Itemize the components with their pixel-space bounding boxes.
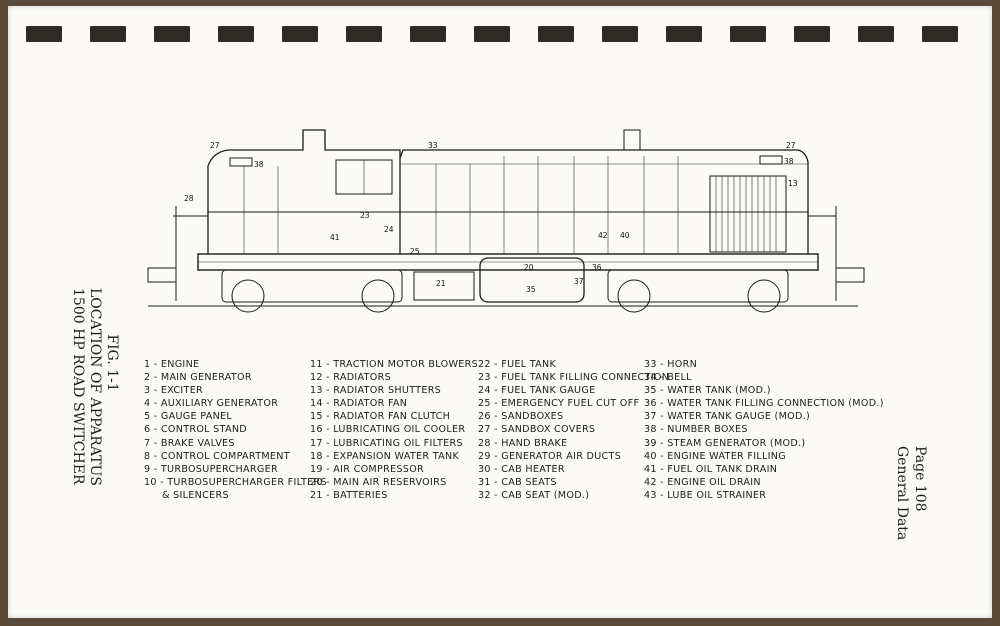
legend-item: 8 - CONTROL COMPARTMENT (144, 450, 290, 462)
callout-label: 37 (574, 277, 584, 286)
manual-page: FIG. 1-1 LOCATION OF APPARATUS 1500 HP R… (8, 6, 992, 618)
legend-item: 1 - ENGINE (144, 359, 200, 370)
legend-item: 24 - FUEL TANK GAUGE (478, 385, 596, 397)
binder-hole (666, 26, 702, 42)
callout-label: 42 (598, 231, 608, 240)
legend-item: 38 - NUMBER BOXES (644, 424, 748, 436)
legend-item: 20 - MAIN AIR RESERVOIRS (310, 476, 447, 488)
legend-item: 7 - BRAKE VALVES (144, 437, 235, 449)
legend-item: 14 - RADIATOR FAN (310, 398, 408, 410)
legend-item: 27 - SANDBOX COVERS (478, 424, 596, 436)
legend-column-4: 33 - HORN 34 - BELL 35 - WATER TANK (MOD… (644, 358, 884, 502)
legend-item: 30 - CAB HEATER (478, 463, 565, 475)
legend-item: 4 - AUXILIARY GENERATOR (144, 398, 279, 410)
legend-item: 5 - GAUGE PANEL (144, 411, 233, 423)
legend-item: 6 - CONTROL STAND (144, 424, 247, 436)
callout-label: 25 (410, 247, 420, 256)
legend-item: 11 - TRACTION MOTOR BLOWERS (310, 359, 478, 370)
binder-hole (90, 26, 126, 42)
callout-label: 27 (210, 141, 220, 150)
callout-label: 28 (184, 194, 194, 203)
legend-item: 35 - WATER TANK (MOD.) (644, 385, 771, 397)
legend-item: 37 - WATER TANK GAUGE (MOD.) (644, 411, 811, 423)
legend-item: 3 - EXCITER (144, 385, 204, 397)
legend-item: 18 - EXPANSION WATER TANK (310, 450, 460, 462)
binder-hole (794, 26, 830, 42)
legend-item: 34 - BELL (644, 372, 692, 384)
legend-item: 32 - CAB SEAT (MOD.) (478, 489, 590, 501)
binder-hole (26, 26, 62, 42)
binder-hole (922, 26, 958, 42)
legend-item: 15 - RADIATOR FAN CLUTCH (310, 411, 451, 423)
legend-column-3: 22 - FUEL TANK 23 - FUEL TANK FILLING CO… (478, 358, 669, 502)
callout-label: 24 (384, 225, 394, 234)
callout-label: 36 (592, 263, 602, 272)
legend-column-1: 1 - ENGINE 2 - MAIN GENERATOR 3 - EXCITE… (144, 358, 327, 502)
legend-item: 13 - RADIATOR SHUTTERS (310, 385, 442, 397)
legend-item: 43 - LUBE OIL STRAINER (644, 489, 767, 501)
callout-label: 40 (620, 231, 630, 240)
binder-hole (474, 26, 510, 42)
binder-hole (154, 26, 190, 42)
legend-item: 22 - FUEL TANK (478, 359, 557, 370)
page-info: Page 108 General Data (894, 446, 928, 540)
legend-item: 42 - ENGINE OIL DRAIN (644, 476, 761, 488)
section-title: General Data (894, 446, 910, 541)
callout-label: 20 (524, 263, 534, 272)
legend-item: 16 - LUBRICATING OIL COOLER (310, 424, 466, 436)
legend-item: 10 - TURBOSUPERCHARGER FILTERS (144, 476, 327, 488)
legend-item: 25 - EMERGENCY FUEL CUT OFF (478, 398, 640, 410)
binder-hole (730, 26, 766, 42)
legend-column-2: 11 - TRACTION MOTOR BLOWERS 12 - RADIATO… (310, 358, 478, 502)
legend-item: 17 - LUBRICATING OIL FILTERS (310, 437, 463, 449)
legend-item: 23 - FUEL TANK FILLING CONNECTION (478, 372, 670, 384)
legend-item: 33 - HORN (644, 359, 698, 370)
legend-item: 12 - RADIATORS (310, 372, 392, 384)
binder-hole (538, 26, 574, 42)
page-number: Page 108 (912, 446, 928, 512)
binder-hole (602, 26, 638, 42)
callout-label: 33 (428, 141, 438, 150)
binder-hole (410, 26, 446, 42)
binder-hole (282, 26, 318, 42)
legend-item: 40 - ENGINE WATER FILLING (644, 450, 786, 462)
legend-item: 29 - GENERATOR AIR DUCTS (478, 450, 622, 462)
callout-label: 13 (788, 179, 798, 188)
legend-item: 39 - STEAM GENERATOR (MOD.) (644, 437, 806, 449)
callout-label: 38 (254, 160, 264, 169)
locomotive-diagram: 27 33 27 38 38 28 13 23 24 41 42 40 25 2… (147, 129, 865, 313)
binder-hole (218, 26, 254, 42)
legend-item: 31 - CAB SEATS (478, 476, 557, 488)
callout-label: 23 (360, 211, 370, 220)
callout-label: 21 (436, 279, 446, 288)
binder-hole (346, 26, 382, 42)
legend-item: 2 - MAIN GENERATOR (144, 372, 252, 384)
callout-label: 41 (330, 233, 340, 242)
legend-item: 19 - AIR COMPRESSOR (310, 463, 425, 475)
legend-item: 21 - BATTERIES (310, 489, 388, 501)
legend-item: 28 - HAND BRAKE (478, 437, 568, 449)
binder-hole (858, 26, 894, 42)
legend-item: 41 - FUEL OIL TANK DRAIN (644, 463, 778, 475)
callout-label: 38 (784, 157, 794, 166)
legend-item: 36 - WATER TANK FILLING CONNECTION (MOD.… (644, 398, 884, 410)
legend-item: 26 - SANDBOXES (478, 411, 564, 423)
legend-item: 9 - TURBOSUPERCHARGER (144, 463, 278, 475)
callout-label: 35 (526, 285, 536, 294)
callout-label: 27 (786, 141, 796, 150)
legend-item: & SILENCERS (162, 489, 229, 501)
